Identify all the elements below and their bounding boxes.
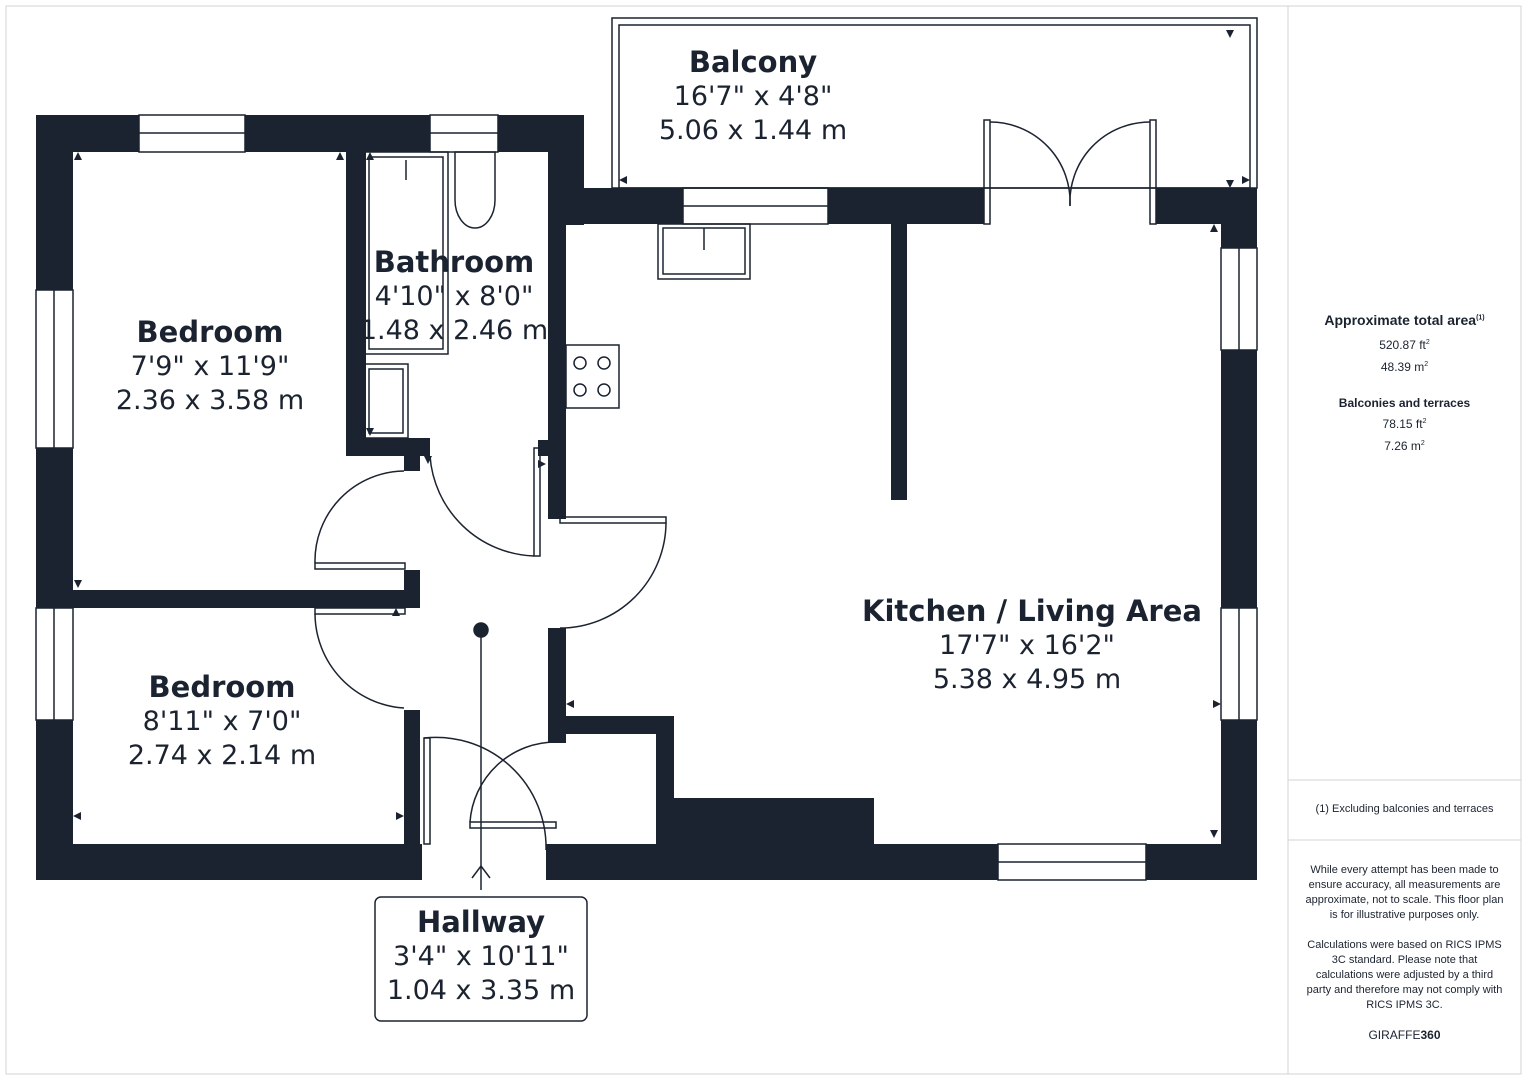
dimension-ticks (73, 30, 1250, 838)
balconies-area-ft: 78.15 ft2 (1288, 417, 1521, 431)
entrance-marker (471, 622, 491, 890)
total-area-ft: 520.87 ft2 (1288, 338, 1521, 352)
room-dim-imperial: 7'9" x 11'9" (130, 351, 290, 382)
sheet-border (5, 5, 1522, 1075)
room-dim-imperial: 4'10" x 8'0" (374, 281, 534, 312)
room-bathroom: Bathroom 4'10" x 8'0" 1.48 x 2.46 m (354, 244, 554, 348)
room-bedroom-2: Bedroom 8'11" x 7'0" 2.74 x 2.14 m (112, 669, 332, 773)
toilet (454, 151, 496, 229)
room-dim-imperial: 8'11" x 7'0" (142, 706, 302, 737)
room-dim-imperial: 16'7" x 4'8" (673, 81, 833, 112)
squared-mark: 2 (1424, 361, 1429, 368)
room-name: Kitchen / Living Area (862, 594, 1202, 628)
brand-number: 360 (1420, 1028, 1441, 1042)
total-area-m-value: 48.39 m (1380, 360, 1425, 374)
bathtub (363, 151, 449, 355)
room-dim-metric: 1.04 x 3.35 m (386, 975, 576, 1006)
balconies-m-value: 7.26 m (1384, 439, 1421, 453)
room-name: Bedroom (148, 670, 296, 704)
basin (363, 363, 409, 439)
total-area-heading: Approximate total area(1) (1288, 312, 1521, 328)
room-bedroom-1: Bedroom 7'9" x 11'9" 2.36 x 3.58 m (100, 314, 320, 418)
brand-logo: GIRAFFE360 (1288, 1028, 1521, 1042)
room-name: Bedroom (136, 315, 284, 349)
room-name: Bathroom (373, 245, 535, 279)
total-area-title: Approximate total area (1324, 312, 1477, 328)
room-kitchen-living: Kitchen / Living Area 17'7" x 16'2" 5.38… (862, 593, 1202, 697)
hallway-label-box (374, 896, 588, 1022)
room-name: Balcony (688, 45, 818, 79)
brand-name: GIRAFFE (1368, 1028, 1421, 1042)
room-dim-imperial: 3'4" x 10'11" (393, 941, 569, 972)
walls (36, 115, 1257, 880)
balconies-ft-value: 78.15 ft (1382, 417, 1423, 431)
balconies-area-m: 7.26 m2 (1288, 439, 1521, 453)
squared-mark: 2 (1425, 339, 1430, 346)
total-area-ft-value: 520.87 ft (1379, 338, 1426, 352)
room-dim-metric: 1.48 x 2.46 m (359, 315, 549, 346)
room-name: Hallway (416, 905, 546, 939)
area-summary-panel: Approximate total area(1) 520.87 ft2 48.… (1288, 6, 1521, 1074)
squared-mark: 2 (1420, 440, 1425, 447)
hob (565, 344, 620, 409)
doors (314, 119, 1157, 851)
fixtures (363, 151, 751, 439)
squared-mark: 2 (1422, 418, 1427, 425)
balcony-outline (611, 17, 1258, 189)
room-dim-metric: 2.74 x 2.14 m (127, 740, 317, 771)
kitchen-sink (657, 223, 751, 280)
room-dim-metric: 5.38 x 4.95 m (932, 664, 1122, 695)
room-dim-metric: 2.36 x 3.58 m (115, 385, 305, 416)
balconies-heading: Balconies and terraces (1338, 396, 1471, 410)
total-area-m: 48.39 m2 (1288, 360, 1521, 374)
disclaimer-accuracy: While every attempt has been made to ens… (1305, 864, 1504, 921)
windows (35, 114, 1258, 881)
footnote-mark: (1) (1476, 314, 1485, 322)
footnote-text: (1) Excluding balconies and terraces (1315, 803, 1494, 815)
room-dim-metric: 5.06 x 1.44 m (658, 115, 848, 146)
room-balcony: Balcony 16'7" x 4'8" 5.06 x 1.44 m (642, 44, 864, 148)
room-dim-imperial: 17'7" x 16'2" (939, 630, 1115, 661)
disclaimer-calculation: Calculations were based on RICS IPMS 3C … (1306, 939, 1503, 1011)
room-hallway: Hallway 3'4" x 10'11" 1.04 x 3.35 m (378, 904, 584, 1008)
